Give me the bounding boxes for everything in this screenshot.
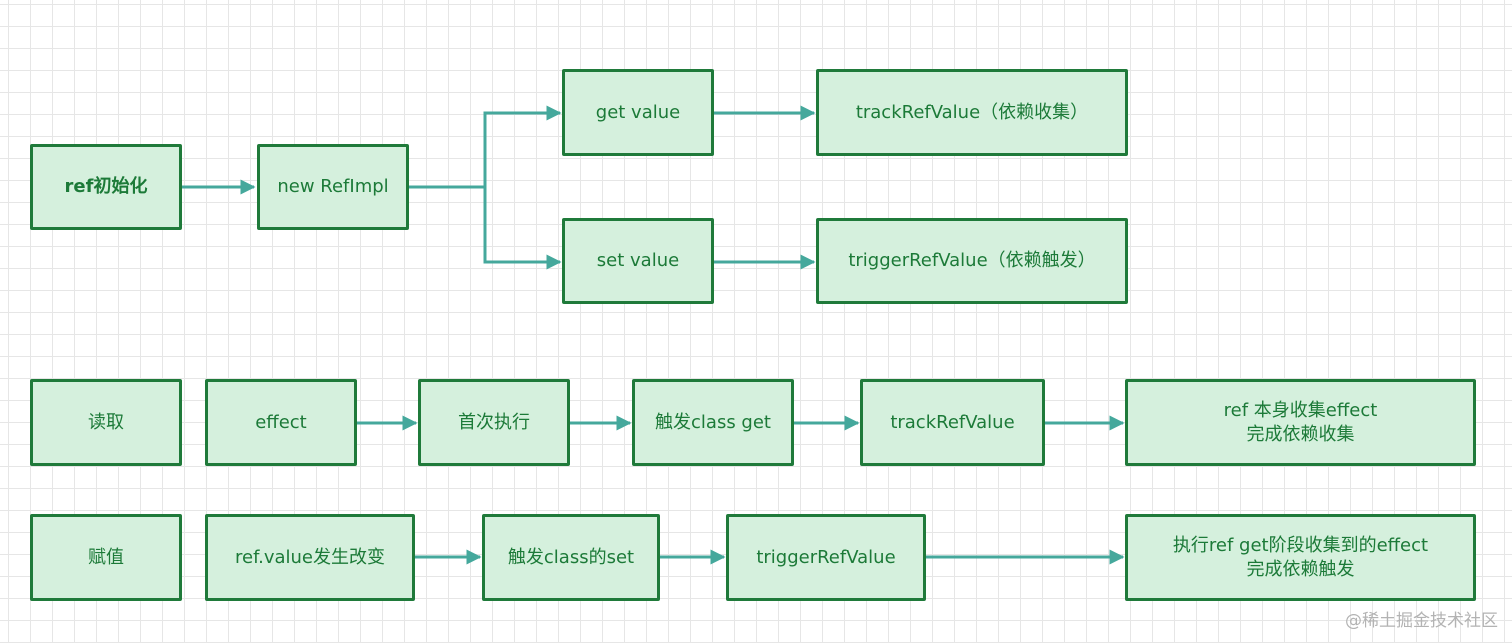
node-trigger-class-get-label: 触发class get (655, 411, 771, 433)
node-new-refimpl-label: new RefImpl (277, 176, 389, 197)
node-assign-label: 赋值 (88, 546, 124, 568)
node-new-refimpl: new RefImpl (257, 144, 409, 230)
watermark: @稀土掘金技术社区 (1345, 611, 1498, 631)
node-trigger-ref-value: triggerRefValue (726, 514, 926, 601)
node-track-ref-value-collect-label: trackRefValue（依赖收集） (855, 101, 1089, 123)
node-trigger-class-set-label: 触发class的set (507, 546, 635, 568)
node-ref-collect: ref 本身收集effect 完成依赖收集 (1125, 379, 1476, 466)
node-trigger-ref-value-trigger-label: triggerRefValue（依赖触发） (848, 250, 1096, 271)
node-first-run: 首次执行 (418, 379, 570, 466)
node-ref-init-label: ref初始化 (64, 176, 148, 197)
edge-new-refimpl-to-set-value (483, 187, 562, 270)
node-effect-label: effect (255, 411, 307, 433)
node-run-effect: 执行ref get阶段收集到的effect 完成依赖触发 (1125, 514, 1476, 601)
node-track-ref-value: trackRefValue (860, 379, 1045, 466)
node-run-effect-line1: 执行ref get阶段收集到的effect (1172, 534, 1429, 556)
node-ref-value-changed-label: ref.value发生改变 (235, 546, 385, 568)
node-get-value-label: get value (595, 101, 681, 123)
node-trigger-class-set: 触发class的set (482, 514, 660, 601)
node-ref-collect-line2: 完成依赖收集 (1246, 423, 1355, 445)
node-set-value-label: set value (596, 250, 680, 271)
node-read-label: 读取 (88, 411, 124, 433)
node-set-value: set value (562, 218, 714, 304)
node-trigger-ref-value-trigger: triggerRefValue（依赖触发） (816, 218, 1128, 304)
node-get-value: get value (562, 69, 714, 156)
node-effect: effect (205, 379, 357, 466)
node-run-effect-line2: 完成依赖触发 (1246, 558, 1355, 580)
node-assign: 赋值 (30, 514, 182, 601)
node-first-run-label: 首次执行 (458, 411, 530, 433)
node-ref-value-changed: ref.value发生改变 (205, 514, 415, 601)
edge-new-refimpl-to-get-value (408, 105, 562, 189)
node-ref-collect-line1: ref 本身收集effect (1223, 399, 1378, 421)
node-trigger-class-get: 触发class get (632, 379, 794, 466)
node-read: 读取 (30, 379, 182, 466)
node-ref-init: ref初始化 (30, 144, 182, 230)
node-trigger-ref-value-label: triggerRefValue (756, 546, 896, 568)
node-track-ref-value-label: trackRefValue (890, 411, 1015, 433)
node-track-ref-value-collect: trackRefValue（依赖收集） (816, 69, 1128, 156)
